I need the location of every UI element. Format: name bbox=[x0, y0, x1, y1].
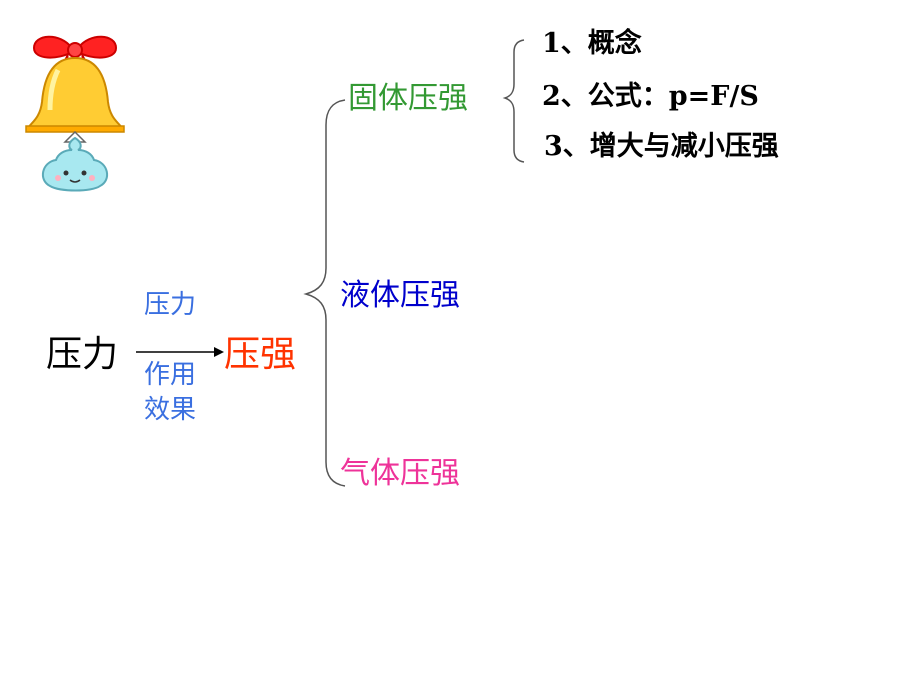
branch-solid: 固体压强 bbox=[348, 81, 468, 116]
bell-icon bbox=[25, 35, 125, 192]
root-label: 压力 bbox=[46, 334, 119, 375]
solid-bracket bbox=[502, 39, 525, 163]
mascot-icon bbox=[41, 136, 109, 192]
arrow-icon bbox=[136, 347, 224, 357]
target-label: 压强 bbox=[224, 334, 297, 375]
arrow-label-below-2: 效果 bbox=[144, 395, 197, 425]
solid-detail-2: 2、公式：p=F/S bbox=[542, 81, 759, 112]
branch-liquid: 液体压强 bbox=[340, 278, 460, 313]
branch-gas: 气体压强 bbox=[340, 456, 460, 491]
arrow-label-below-1: 作用 bbox=[144, 360, 197, 390]
arrow-label-above: 压力 bbox=[144, 290, 197, 320]
main-bracket bbox=[303, 99, 346, 487]
solid-detail-1: 1、概念 bbox=[542, 28, 642, 59]
solid-detail-3: 3、增大与减小压强 bbox=[544, 131, 779, 162]
